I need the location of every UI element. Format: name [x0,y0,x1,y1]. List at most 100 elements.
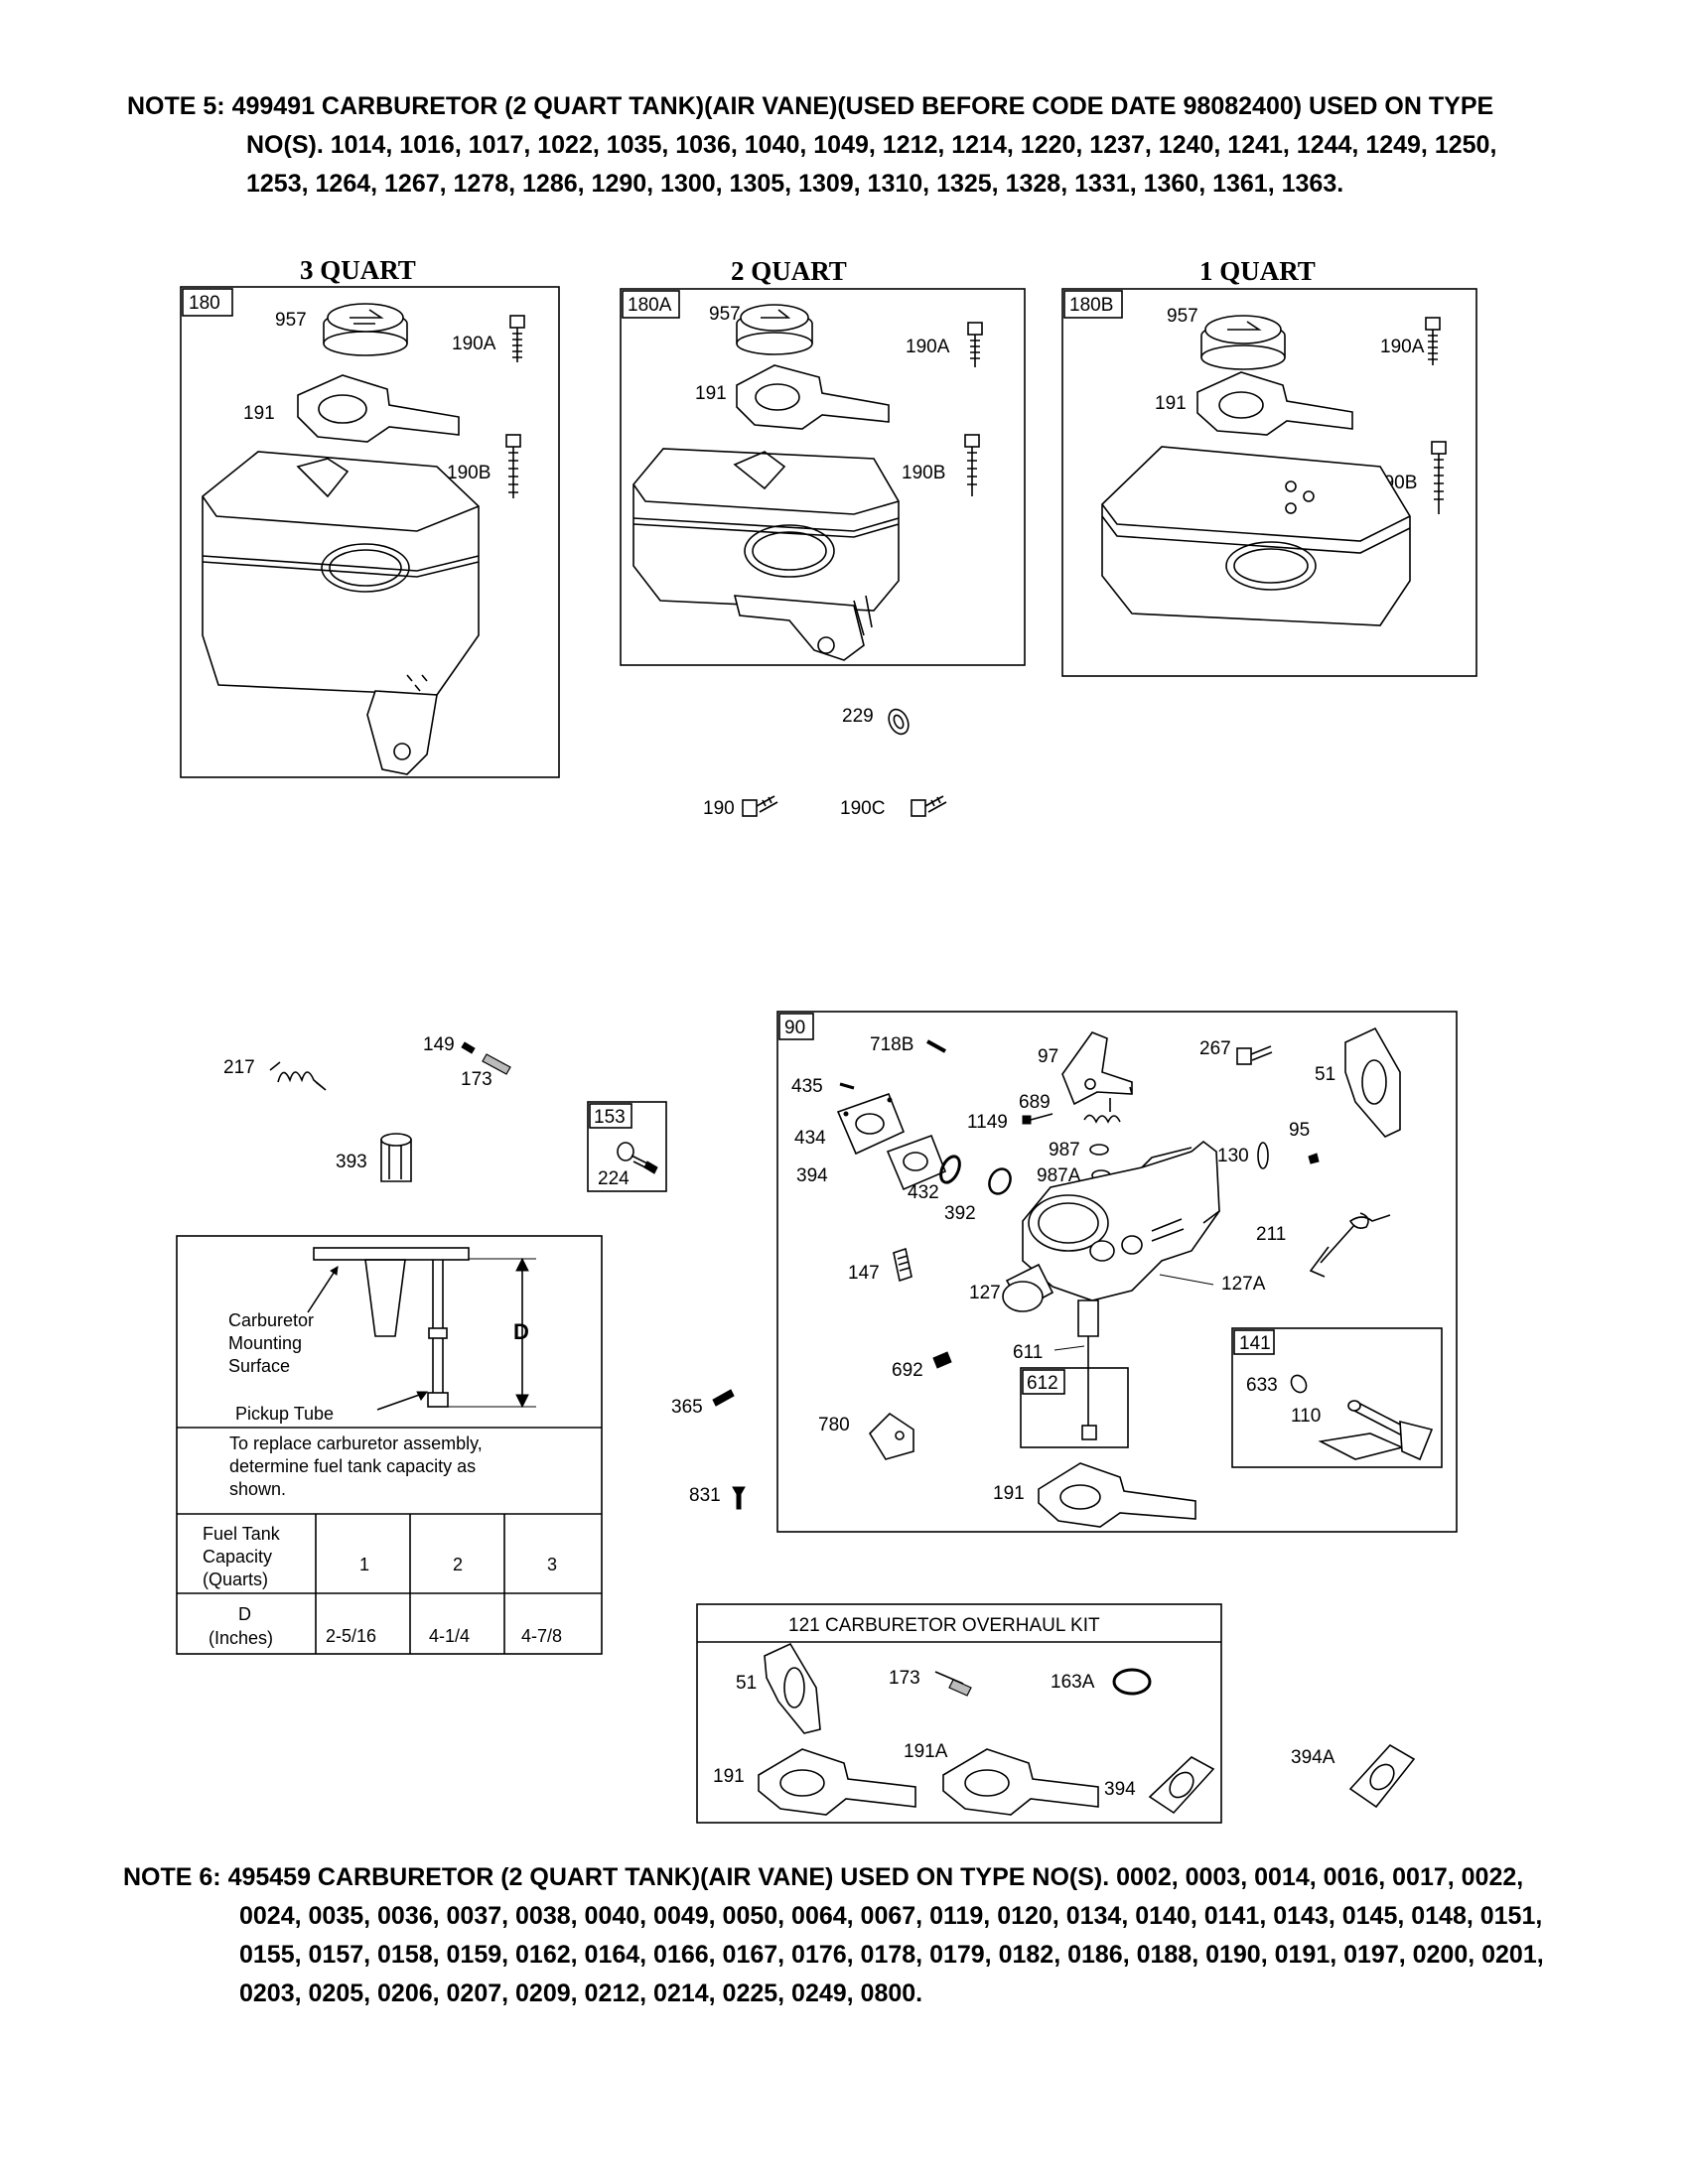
fuel-tank-icon [202,451,480,775]
kit-callout-191: 191 [713,1766,745,1787]
gasket-icon [1148,1756,1215,1815]
callout-987a: 987A [1037,1165,1081,1186]
callout-97: 97 [1038,1046,1058,1067]
callout-147: 147 [848,1263,880,1284]
instruction-line-3: shown. [229,1479,286,1499]
note-6-line-2: 0024, 0035, 0036, 0037, 0038, 0040, 0049… [239,1902,1543,1930]
gasket-icon [1348,1743,1416,1809]
label-carburetor: Carburetor [228,1310,314,1330]
governor-link-icon [1061,1031,1133,1106]
label-surface: Surface [228,1356,290,1376]
spring-icon [1083,1098,1121,1124]
screw-icon [934,1671,972,1697]
tank-3-quart-box-tag [182,288,233,317]
callout-831: 831 [689,1485,721,1506]
row-d-label: D [238,1604,251,1624]
gasket-394a: 394A [1291,1743,1416,1809]
tank-2-quart-title: 2 QUART [731,256,847,286]
note-6: NOTE 6: 495459 CARBURETOR (2 QUART TANK)… [123,1858,1672,2013]
tank-1-quart-box-label: 180B [1069,295,1113,316]
callout-190: 190 [703,798,735,819]
spring-icon [269,1061,327,1091]
tank-3-quart: 3 QUART 180 957 190A 191 190B [180,255,560,778]
callout-95: 95 [1289,1120,1310,1141]
callout-394a: 394A [1291,1747,1335,1768]
note-6-line-4: 0203, 0205, 0206, 0207, 0209, 0212, 0214… [239,1979,923,2007]
tank-1-quart-title: 1 QUART [1199,256,1316,286]
pin-icon [461,1041,476,1054]
tank-1-quart-box-tag [1063,290,1123,319]
callout-190a: 190A [1380,337,1425,357]
callout-173: 173 [461,1069,492,1090]
pickup-tube-diagram [307,1247,536,1411]
screw-365: 365 [671,1389,735,1418]
fuel-tank-icon [632,448,900,661]
kit-callout-51: 51 [736,1673,757,1694]
screw-icon [964,434,980,496]
callout-392: 392 [944,1203,976,1224]
callout-987: 987 [1049,1140,1080,1160]
part-153-frame [587,1101,667,1192]
screw-icon [732,1486,746,1510]
washer-229: 229 [842,706,910,736]
tank-2-quart-box-tag [622,290,680,319]
depth-1: 2-5/16 [326,1626,376,1646]
callout-217: 217 [223,1057,255,1078]
note-5: NOTE 5: 499491 CARBURETOR (2 QUART TANK)… [127,87,1666,204]
gasket-icon [1196,371,1353,436]
callout-611: 611 [1013,1342,1043,1363]
carburetor-assembly: 90 718B 97 267 51 435 689 434 [776,1011,1458,1533]
pin-149: 149 [423,1034,476,1055]
callout-190b: 190B [902,463,945,483]
note-5-line-3: 1253, 1264, 1267, 1278, 1286, 1290, 1300… [246,170,1344,198]
tank-capacity-chart: D Carburetor Mounting Surface Pickup Tub… [176,1235,603,1655]
label-mounting: Mounting [228,1333,302,1353]
capacity-1: 1 [359,1555,369,1574]
callout-435: 435 [791,1076,823,1097]
callout-110: 110 [1291,1406,1321,1427]
bushing-393: 393 [336,1133,412,1182]
screw-icon [712,1389,735,1407]
header-fuel-tank: Fuel Tank [203,1524,281,1544]
callout-130: 130 [1217,1146,1249,1166]
row-inches-label: (Inches) [209,1628,273,1648]
header-capacity: Capacity [203,1547,272,1567]
tank-1-quart: 1 QUART 180B 957 190A 191 190B [1061,256,1477,677]
callout-127a: 127A [1221,1274,1266,1295]
callout-190c: 190C [840,798,885,819]
callout-434: 434 [794,1128,826,1149]
screw-831: 831 [689,1485,746,1510]
gasket-icon [1038,1462,1196,1528]
part-612-tag [1022,1369,1065,1395]
part-141-tag [1233,1329,1275,1355]
diaphragm-icon [836,1092,906,1156]
callout-432: 432 [908,1182,939,1203]
callout-612: 612 [1027,1373,1058,1394]
gasket-icon [942,1748,1099,1816]
screw-icon [1425,317,1441,365]
callout-224: 224 [598,1168,630,1189]
callout-229: 229 [842,706,874,727]
spring-217: 217 [223,1057,327,1091]
callout-393: 393 [336,1152,367,1172]
callout-633: 633 [1246,1375,1278,1396]
carburetor-body-icon [1002,1140,1220,1430]
tank-2-quart: 2 QUART 180A 957 190A 191 190B [620,256,1026,666]
screw-icon [617,1142,658,1174]
screw-icon [509,315,525,362]
screw-icon [1431,441,1447,514]
callout-267: 267 [1199,1038,1231,1059]
capacity-3: 3 [547,1555,557,1574]
note-6-line-3: 0155, 0157, 0158, 0159, 0162, 0164, 0166… [239,1941,1544,1969]
bolt-190: 190 [703,795,778,819]
carburetor-frame [776,1011,1458,1533]
instruction-line-1: To replace carburetor assembly, [229,1433,483,1453]
callout-191: 191 [695,383,727,404]
callout-141: 141 [1239,1333,1271,1354]
bolt-190c: 190C [840,795,947,819]
callout-190a: 190A [906,337,950,357]
header-quarts: (Quarts) [203,1570,268,1589]
capacity-2: 2 [453,1555,463,1574]
callout-191: 191 [243,403,275,424]
gasket-icon [1344,1026,1401,1138]
